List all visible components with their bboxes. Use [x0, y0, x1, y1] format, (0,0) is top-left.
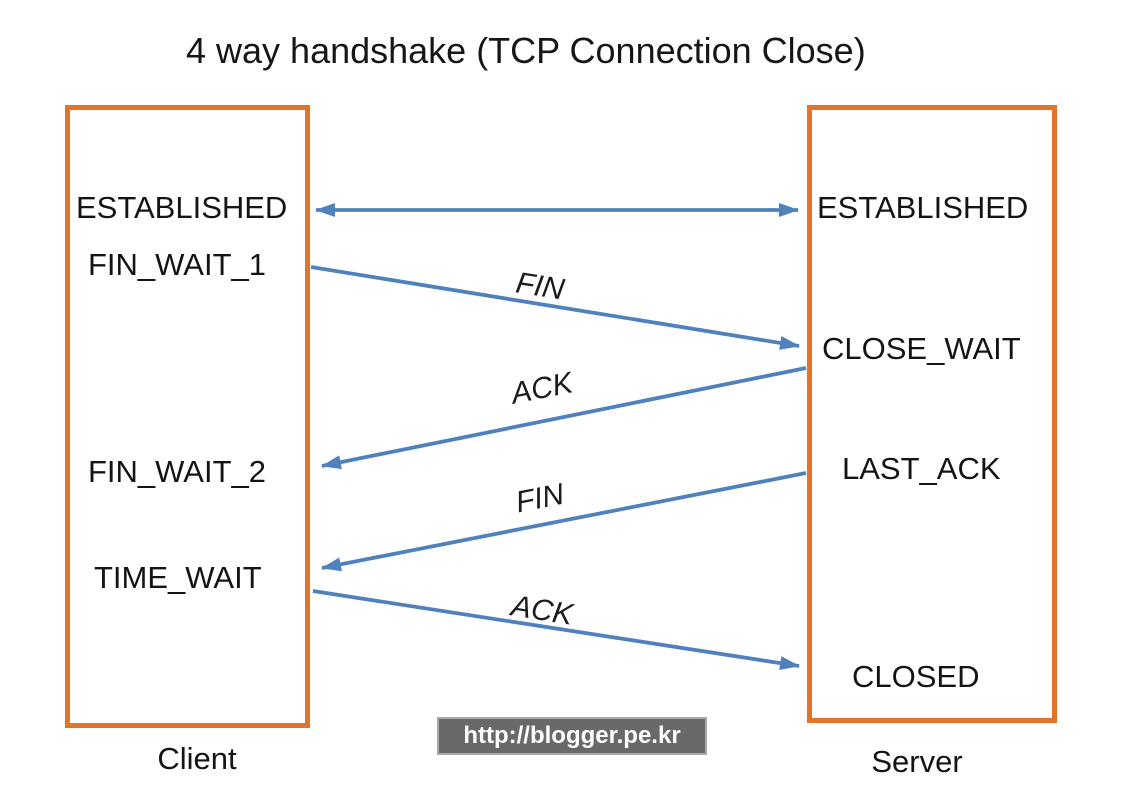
state-server-closed: CLOSED	[852, 659, 980, 694]
state-client-fin-wait-1: FIN_WAIT_1	[88, 247, 266, 282]
client-box	[65, 105, 310, 728]
arrow-fin-client-to-server	[310, 265, 800, 350]
state-server-last-ack: LAST_ACK	[842, 451, 1001, 486]
server-box	[807, 105, 1057, 723]
arrow-ack-server-to-client	[321, 366, 807, 470]
server-caption: Server	[871, 744, 963, 779]
arrow-fin-server-to-client	[321, 471, 807, 572]
message-label-fin-1: FIN	[513, 266, 567, 307]
arrow-ack-client-to-server	[312, 589, 800, 671]
client-caption: Client	[157, 741, 237, 776]
watermark-url: http://blogger.pe.kr	[463, 722, 681, 749]
state-server-close-wait: CLOSE_WAIT	[822, 331, 1021, 366]
state-client-time-wait: TIME_WAIT	[94, 560, 262, 595]
page-title: 4 way handshake (TCP Connection Close)	[186, 30, 866, 71]
state-client-fin-wait-2: FIN_WAIT_2	[88, 454, 266, 489]
state-client-established: ESTABLISHED	[76, 190, 288, 225]
state-server-established: ESTABLISHED	[817, 190, 1029, 225]
watermark-badge: http://blogger.pe.kr	[437, 717, 707, 755]
